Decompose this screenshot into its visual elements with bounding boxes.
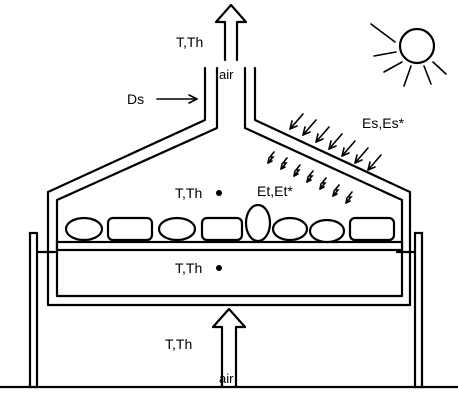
produce-item xyxy=(348,216,396,242)
dryer-inner-wall xyxy=(55,66,404,298)
sun-icon xyxy=(370,23,447,87)
dryer-outer-wall xyxy=(46,66,412,307)
support-post-right xyxy=(395,231,424,389)
ds-label: Ds xyxy=(127,91,144,107)
drying-tray xyxy=(55,240,404,252)
measurement-point-icon xyxy=(216,190,222,196)
support-post-left xyxy=(28,231,57,389)
produce-item xyxy=(308,218,346,244)
air-in-arrow xyxy=(211,307,247,388)
thermal-radiation-label: Et,Et* xyxy=(257,183,293,199)
produce-item xyxy=(271,216,309,242)
chamber-vars-label: T,Th xyxy=(175,185,202,201)
tray-vars-label: T,Th xyxy=(175,260,202,276)
solar-radiation-label: Es,Es* xyxy=(362,115,405,131)
produce-items xyxy=(64,203,396,244)
thermal-radiation-arrows xyxy=(267,151,353,204)
produce-item xyxy=(200,216,244,242)
air-out-arrow xyxy=(214,3,248,62)
produce-item xyxy=(157,216,197,242)
ds-pointer-arrow xyxy=(156,94,198,104)
produce-item xyxy=(64,216,104,242)
solar-radiation-arrows xyxy=(289,113,382,171)
measurement-point-icon xyxy=(216,265,222,271)
produce-item xyxy=(106,216,154,242)
top-air-vars-label: T,Th xyxy=(176,34,203,50)
bottom-air-vars-label: T,Th xyxy=(165,336,192,352)
bottom-air-label: air xyxy=(219,371,234,386)
top-air-label: air xyxy=(219,67,234,82)
produce-item xyxy=(244,203,272,243)
